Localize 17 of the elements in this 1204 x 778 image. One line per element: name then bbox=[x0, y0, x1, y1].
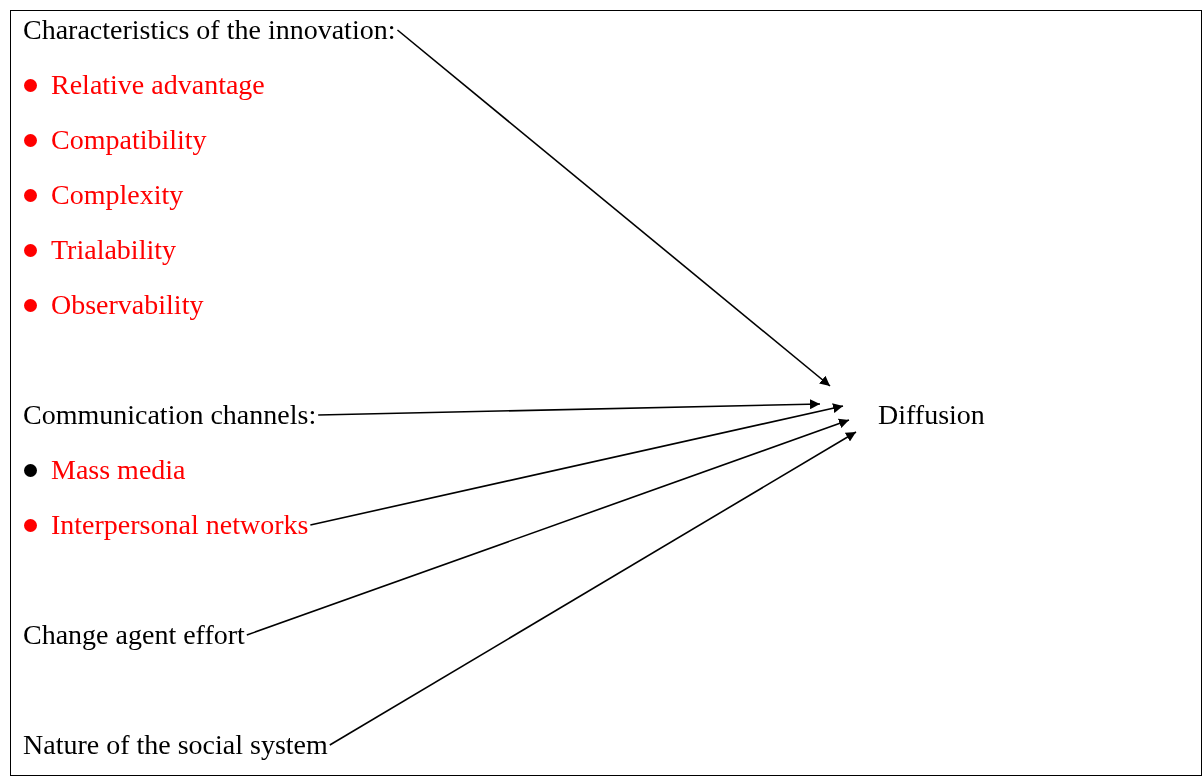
list-item: Observability bbox=[51, 288, 204, 322]
node-text: Interpersonal networks bbox=[51, 508, 309, 542]
arrow bbox=[396, 29, 831, 387]
list-item: Trialability bbox=[51, 233, 176, 267]
list-item: Relative advantage bbox=[51, 68, 265, 102]
list-item: Mass media bbox=[51, 453, 186, 487]
arrow bbox=[317, 399, 821, 416]
node-text: Diffusion bbox=[878, 398, 985, 432]
arrow bbox=[329, 431, 857, 746]
node-text: Nature of the social system bbox=[23, 728, 328, 762]
arrow bbox=[309, 403, 844, 526]
list-item: Complexity bbox=[51, 178, 184, 212]
arrow bbox=[246, 418, 850, 636]
node-text: Change agent effort bbox=[23, 618, 245, 652]
list-item: Compatibility bbox=[51, 123, 207, 157]
node-text: Communication channels: bbox=[23, 398, 317, 432]
node-text: Characteristics of the innovation: bbox=[23, 13, 396, 47]
